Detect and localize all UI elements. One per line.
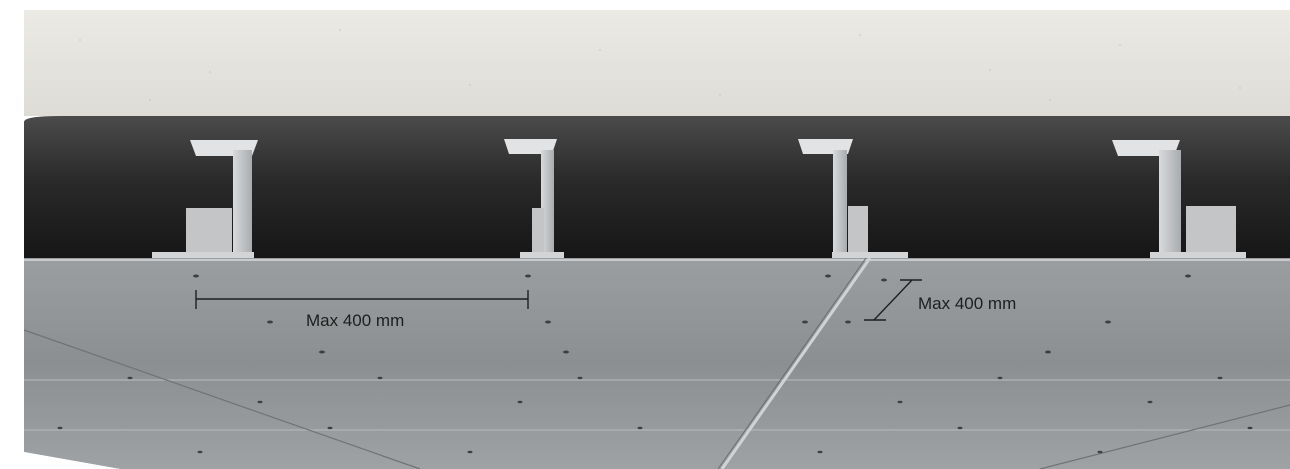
board-joint-shadow bbox=[717, 257, 867, 469]
fixing-spacing-label: Max 400 mm bbox=[306, 311, 405, 330]
hanger-bracket-icon bbox=[798, 139, 908, 258]
screw-head-icon bbox=[57, 274, 1253, 454]
joint-spacing-label: Max 400 mm bbox=[918, 294, 1017, 313]
concrete-texture bbox=[79, 29, 1241, 101]
hanger-bracket-icon bbox=[152, 140, 258, 258]
dimension-line-fixing-spacing bbox=[195, 290, 529, 309]
panel-joints bbox=[23, 329, 1290, 469]
white-corner bbox=[24, 452, 120, 469]
hanger-bracket-icon bbox=[504, 139, 564, 258]
board-joint bbox=[720, 257, 872, 469]
concrete-soffit bbox=[24, 10, 1290, 116]
hanger-bracket-icon bbox=[1112, 140, 1246, 258]
ceiling-cavity bbox=[24, 116, 1290, 258]
ceiling-board bbox=[24, 258, 1290, 469]
dimension-line-joint-spacing bbox=[864, 279, 922, 321]
